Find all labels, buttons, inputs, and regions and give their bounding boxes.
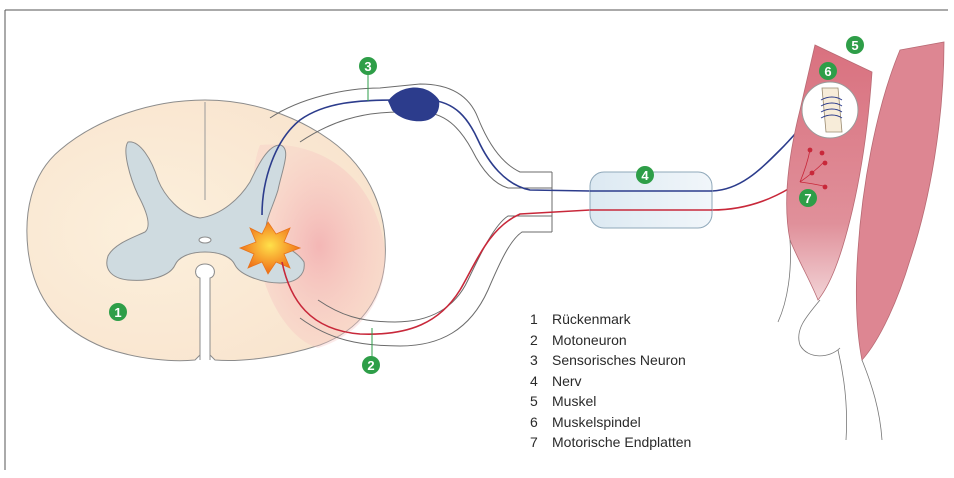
tendon-line-2 — [799, 300, 840, 356]
legend-label: Rückenmark — [552, 309, 631, 330]
endplate-dot — [820, 151, 825, 156]
marker-4: 4 — [636, 166, 654, 184]
marker-1: 1 — [109, 303, 127, 321]
endplate-dot — [823, 161, 828, 166]
marker-6: 6 — [819, 62, 837, 80]
svg-text:2: 2 — [367, 358, 374, 373]
legend-number: 3 — [530, 350, 552, 371]
legend-label: Sensorisches Neuron — [552, 350, 686, 371]
marker-2: 2 — [362, 356, 380, 374]
marker-7: 7 — [799, 189, 817, 207]
svg-text:6: 6 — [824, 64, 831, 79]
marker-3: 3 — [359, 57, 377, 75]
legend-number: 6 — [530, 412, 552, 433]
legend-number: 4 — [530, 371, 552, 392]
legend-label: Motorische Endplatten — [552, 432, 691, 453]
legend-label: Muskel — [552, 391, 596, 412]
legend-number: 1 — [530, 309, 552, 330]
legend-number: 7 — [530, 432, 552, 453]
endplate-dot — [810, 171, 815, 176]
central-canal — [199, 237, 211, 243]
legend-label: Muskelspindel — [552, 412, 641, 433]
legend-number: 2 — [530, 330, 552, 351]
svg-text:4: 4 — [641, 168, 649, 183]
tendon-line-1 — [778, 240, 791, 322]
tendon-line-4 — [838, 350, 847, 440]
endplate-dot — [823, 185, 828, 190]
svg-text:7: 7 — [804, 191, 811, 206]
tendon-line-3 — [862, 360, 882, 440]
legend-label: Nerv — [552, 371, 582, 392]
legend-number: 5 — [530, 391, 552, 412]
svg-text:3: 3 — [364, 59, 371, 74]
svg-text:5: 5 — [851, 38, 858, 53]
svg-text:1: 1 — [114, 305, 121, 320]
endplate-dot — [808, 148, 813, 153]
marker-5: 5 — [846, 36, 864, 54]
legend-label: Motoneuron — [552, 330, 627, 351]
sensory-ganglion — [388, 88, 439, 122]
